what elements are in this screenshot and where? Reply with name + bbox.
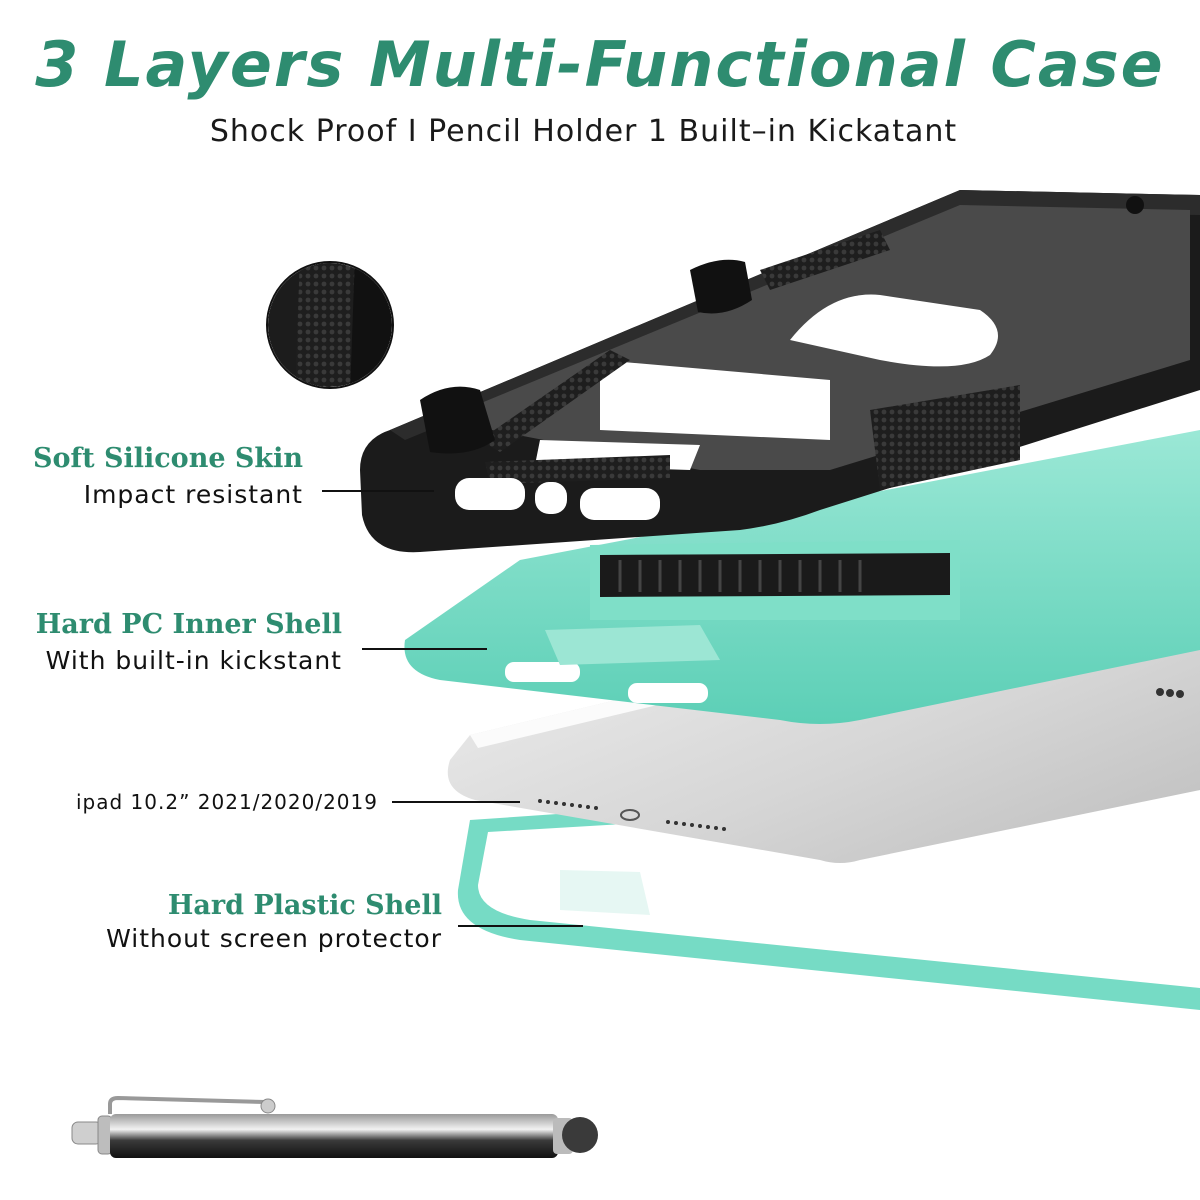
layer-caption-silicone: Impact resistant: [83, 480, 303, 509]
soft-silicone-skin: [360, 190, 1200, 553]
leader-line-silicone: [322, 490, 434, 492]
layer-heading-silicone: Soft Silicone Skin: [32, 443, 303, 474]
hard-pc-inner-shell: [404, 430, 1200, 724]
layer-caption-pc-shell: With built-in kickstant: [45, 646, 342, 675]
stylus-pen-icon: [71, 1095, 598, 1158]
layer-heading-plastic-shell: Hard Plastic Shell: [167, 890, 442, 921]
layer-caption-plastic-shell: Without screen protector: [106, 924, 442, 953]
page-title: 3 Layers Multi-Functional Case: [35, 28, 1165, 101]
leader-line-pc-shell: [362, 648, 487, 650]
page-subtitle: Shock Proof I Pencil Holder 1 Built–in K…: [209, 114, 958, 149]
leader-line-ipad: [392, 801, 520, 803]
hard-plastic-shell: [457, 770, 1200, 1010]
texture-zoom-icon: [266, 261, 394, 389]
layer-heading-pc-shell: Hard PC Inner Shell: [35, 609, 342, 640]
layer-caption-ipad: ipad 10.2” 2021/2020/2019: [76, 790, 378, 814]
leader-line-plastic-shell: [458, 925, 583, 927]
